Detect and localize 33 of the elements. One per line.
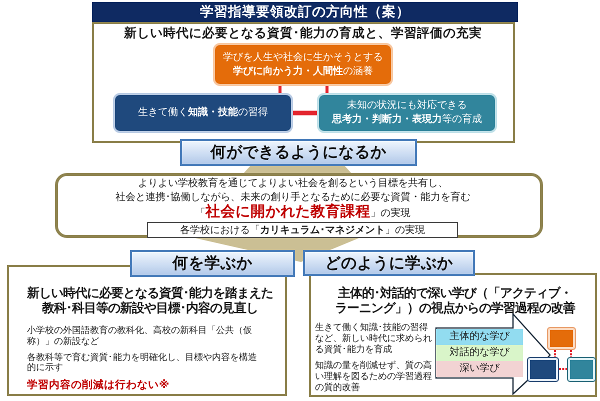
section-frame <box>92 22 515 143</box>
rounded-box: 生きて働く知識・技能の習得 <box>113 93 293 133</box>
connector-line <box>570 350 572 357</box>
title-bar: 学習指導要領改訂の方向性（案） <box>92 2 518 22</box>
small-box <box>527 357 559 382</box>
section-frame <box>309 273 597 397</box>
heading-banner: 何を学ぶか <box>130 250 295 277</box>
rounded-box: 学びを人生や社会に生かそうとする学びに向かう力・人間性の涵養 <box>213 43 393 86</box>
text-box: 各学校における「カリキュラム･マネジメント」の実現 <box>147 222 458 238</box>
body-text: 小学校の外国語教育の教科化、高校の新科目「公共（仮称）」の新設など <box>27 325 253 346</box>
heading-text: 主体的･対話的で深い学び（「アクティブ・ラーニング」）の視点からの学習過程の改善 <box>335 286 575 316</box>
emphasis-text: 「社会に開かれた教育課程」の実現 <box>196 204 410 222</box>
body-text: よりよい学校教育を通じてよりよい社会を創るという目標を共有し、社会と連携･協働しながら、未来の創り手となるために必要な資質・能力を育む <box>116 177 470 203</box>
note-text: 学習内容の削減は行わない※ <box>27 378 170 392</box>
connector-line <box>326 86 328 93</box>
heading-banner: 何ができるようになるか <box>180 139 417 166</box>
label-band: 深い学び <box>436 361 523 377</box>
label-band: 主体的な学び <box>436 329 523 345</box>
connector-line <box>278 86 282 93</box>
heading-text: 新しい時代に必要となる資質･能力の育成と、学習評価の充実 <box>124 25 482 41</box>
body-text: 各教科等で育む資質･能力を明確化し、目標や内容を構造的に示す <box>27 352 258 372</box>
rounded-frame <box>55 173 543 238</box>
body-text: 生きて働く知識･技能の習得など、新しい時代に求められる資質･能力を育成 <box>315 322 433 354</box>
connector-line <box>559 368 567 370</box>
connector-line <box>293 110 317 116</box>
heading-banner: どのように学ぶか <box>303 250 475 276</box>
rounded-box: 未知の状況にも対応できる思考力・判断力・表現力等の育成 <box>317 93 497 133</box>
connector-line <box>554 350 556 357</box>
label-band: 対話的な学び <box>436 345 523 361</box>
heading-text: 新しい時代に必要となる資質･能力を踏まえた教科･科目等の新設や目標･内容の見直し <box>27 286 273 315</box>
small-box <box>567 357 596 382</box>
small-box <box>547 327 576 350</box>
body-text: 知識の量を削減せず、質の高い理解を図るための学習過程の質的改善 <box>315 360 433 392</box>
